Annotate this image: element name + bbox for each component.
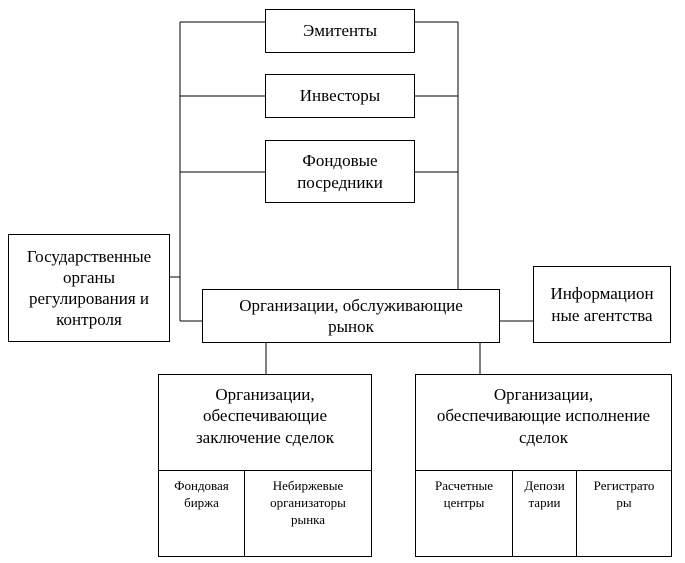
- settlement-centers-label: Расчетные центры: [435, 478, 493, 510]
- exec-orgs-column-divider-2: [576, 470, 577, 556]
- otc-organizers-label: Небиржевые организаторы рынка: [270, 478, 346, 527]
- investors-box: Инвесторы: [265, 74, 415, 118]
- market-orgs-box: Организации, обслуживающие рынок: [202, 289, 500, 343]
- exec-orgs-column-divider-1: [512, 470, 513, 556]
- depositories-label: Депози тарии: [524, 478, 565, 510]
- intermediaries-box: Фондовые посредники: [265, 140, 415, 203]
- deal-orgs-divider: [159, 470, 371, 471]
- exec-orgs-title: Организации, обеспечивающие исполнение с…: [436, 385, 651, 447]
- deal-orgs-column-divider: [244, 470, 245, 556]
- registrars-label: Регистрато ры: [593, 478, 655, 510]
- exec-orgs-divider: [416, 470, 671, 471]
- deal-orgs-box: Организации, обеспечивающие заключение с…: [158, 374, 372, 557]
- deal-orgs-title: Организации, обеспечивающие заключение с…: [195, 385, 335, 447]
- emitents-box: Эмитенты: [265, 9, 415, 53]
- exec-orgs-box: Организации, обеспечивающие исполнение с…: [415, 374, 672, 557]
- stock-exchange-label: Фондовая биржа: [174, 478, 229, 510]
- government-box: Государственные органы регулирования и к…: [8, 234, 170, 342]
- info-agencies-box: Информацион ные агентства: [533, 266, 671, 343]
